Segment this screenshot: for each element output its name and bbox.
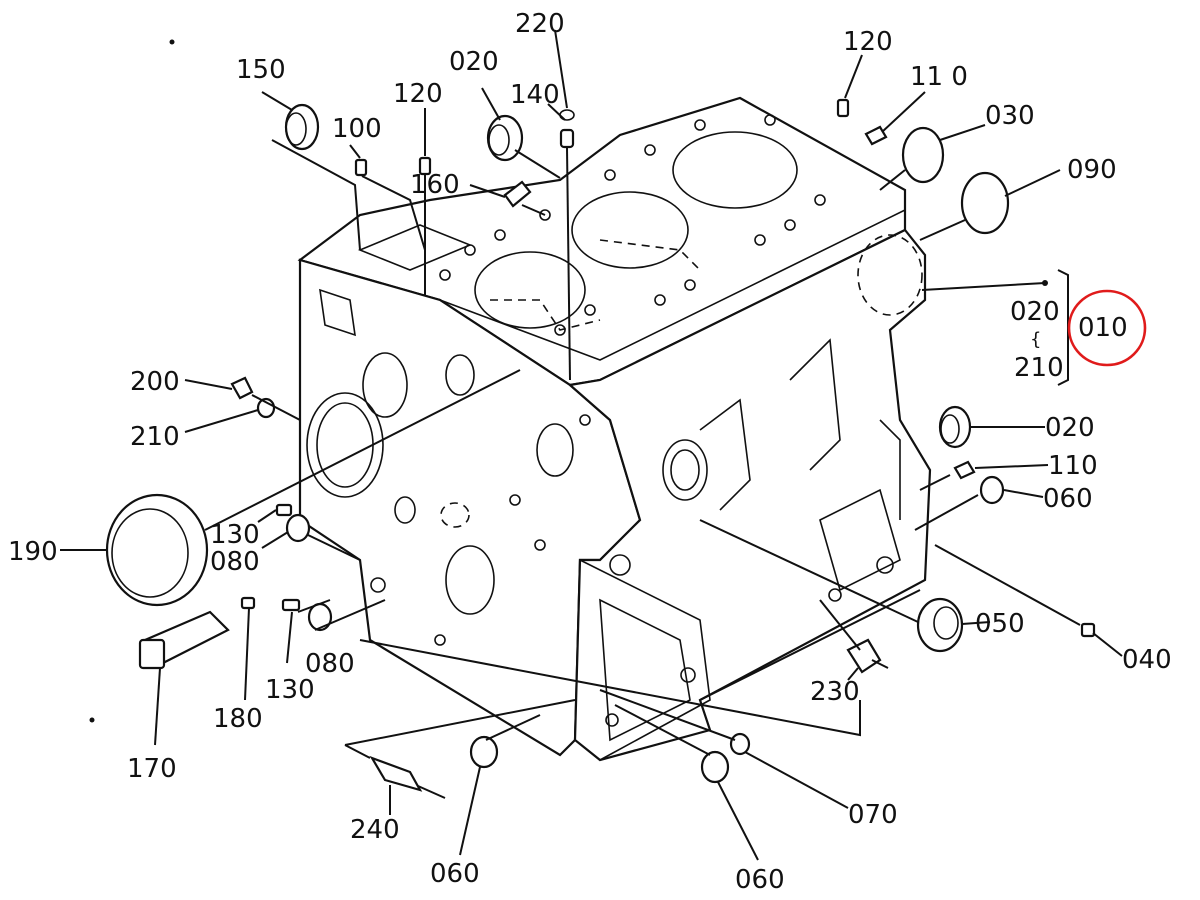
callout-140: 140: [510, 80, 560, 110]
callout-080-upper: 080: [210, 547, 260, 577]
callout-080-lower: 080: [305, 649, 355, 679]
part-170-sensor: [138, 610, 230, 670]
part-030-cap: [901, 126, 945, 184]
part-050-plug: [916, 597, 964, 653]
cylinder-bore-2: [571, 191, 689, 269]
part-190-oil-seal: [105, 493, 209, 607]
part-160-fitting: [503, 180, 532, 208]
part-230-drain-cock: [846, 638, 889, 674]
callout-220: 220: [515, 9, 565, 39]
part-100-pin: [354, 158, 368, 177]
callout-160: 160: [410, 170, 460, 200]
part-120-pin-right: [836, 98, 850, 118]
callout-200: 200: [130, 367, 180, 397]
callout-070: 070: [848, 800, 898, 830]
callout-040: 040: [1122, 645, 1172, 675]
part-240-sensor: [369, 755, 446, 799]
part-070-plug: [729, 732, 751, 756]
cylinder-block: [297, 96, 932, 762]
leader-lines: [60, 29, 1123, 861]
callout-190: 190: [8, 537, 58, 567]
callout-020-right: 020: [1045, 413, 1095, 443]
callout-230: 230: [810, 677, 860, 707]
callout-050: 050: [975, 609, 1025, 639]
part-130-pin-lower: [281, 598, 301, 612]
part-150-plug: [284, 103, 320, 151]
part-130-pin-upper: [275, 503, 293, 517]
callout-060-bottom-left: 060: [430, 859, 480, 889]
callout-060-right: 060: [1043, 484, 1093, 514]
callout-090: 090: [1067, 155, 1117, 185]
callout-labels: 220 120 11 0 150 020 120 140 100 030 090…: [8, 9, 1172, 895]
cylinder-bore-1: [474, 251, 586, 329]
part-060-plug-bottom-right: [700, 750, 730, 784]
callout-120-top-left: 120: [393, 79, 443, 109]
callout-110-top: 11 0: [910, 62, 968, 92]
part-040-plug: [1080, 622, 1096, 638]
front-bore-large: [306, 392, 384, 498]
callout-030: 030: [985, 101, 1035, 131]
part-020-plug-right: [938, 405, 972, 449]
highlight-circle-010: [1067, 289, 1147, 367]
deck-holes: [439, 114, 826, 336]
callout-130-lower: 130: [265, 675, 315, 705]
part-080-plug-upper: [285, 513, 311, 543]
part-110-pin-right: [953, 460, 976, 480]
part-060-plug-bottom-left: [469, 735, 499, 769]
part-080-plug-lower: [307, 602, 333, 632]
callout-240: 240: [350, 815, 400, 845]
part-200-drain-plug: [230, 376, 254, 400]
callout-100: 100: [332, 114, 382, 144]
part-120-pin-left: [418, 156, 432, 176]
callout-060-bottom-right: 060: [735, 865, 785, 895]
cylinder-bore-3: [672, 131, 798, 209]
callout-180: 180: [213, 704, 263, 734]
callout-130-upper: 130: [210, 520, 260, 550]
part-180-pin: [240, 596, 256, 610]
callout-range-separator: {: [1030, 329, 1041, 350]
callout-010: 010: [1078, 313, 1128, 343]
part-140-pin: [559, 128, 575, 149]
callout-110-right: 110: [1048, 451, 1098, 481]
callout-150: 150: [236, 55, 286, 85]
part-110-pin-top: [864, 125, 888, 146]
callout-170: 170: [127, 754, 177, 784]
callout-020-top: 020: [449, 47, 499, 77]
part-020-plug-top: [486, 114, 524, 162]
callout-range-from: 020: [1010, 297, 1060, 327]
part-060-plug-right: [979, 475, 1005, 505]
part-090-cap: [960, 171, 1010, 235]
callout-range-to: 210: [1014, 353, 1064, 383]
callout-210: 210: [130, 422, 180, 452]
callout-120-top-right: 120: [843, 27, 893, 57]
